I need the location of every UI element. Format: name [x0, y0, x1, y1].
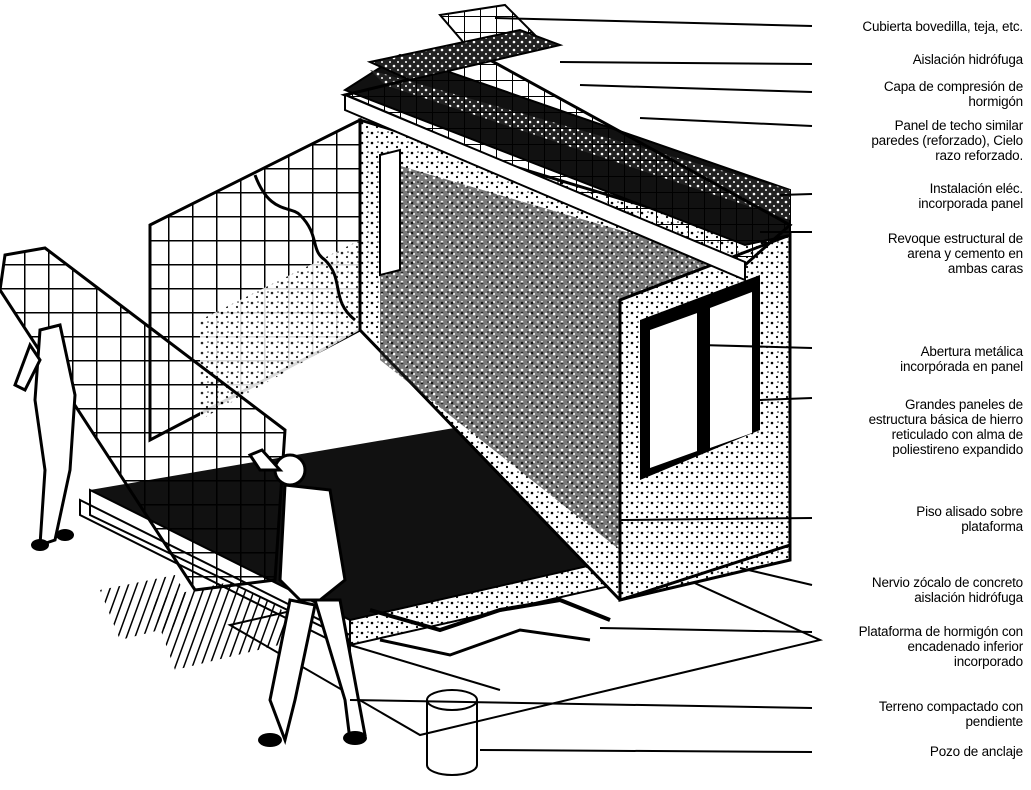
- leader-line-3: [639, 117, 813, 127]
- leader-line-4: [779, 193, 813, 196]
- electrical-conduit: [253, 174, 356, 322]
- rebar-foundation: [369, 597, 611, 657]
- label-compacted-terrain: Terreno compactado con pendiente: [878, 699, 1023, 729]
- label-electrical-installation: Instalación eléc. incorporada panel: [918, 181, 1023, 211]
- label-plinth-rib: Nervio zócalo de concreto aislación hidr…: [871, 575, 1023, 605]
- person-worker-icon: [13, 323, 77, 551]
- front-wall-with-window: [618, 232, 792, 603]
- leader-line-7: [759, 397, 813, 401]
- leader-line-6: [699, 344, 813, 349]
- anchor-well-icon: [426, 689, 478, 776]
- mesh-panel-carried: [0, 246, 287, 592]
- label-compression-layer: Capa de compresión de hormigón: [883, 79, 1023, 109]
- leader-line-9: [739, 567, 813, 586]
- person-worker-icon-2: [247, 448, 367, 747]
- leader-line-0: [494, 17, 813, 27]
- label-anchor-well: Pozo de anclaje: [929, 744, 1023, 759]
- label-concrete-platform: Plataforma de hormigón con encadenado in…: [858, 624, 1024, 669]
- label-roof-cover: Cubierta bovedilla, teja, etc.: [862, 19, 1023, 34]
- leader-line-10: [599, 627, 813, 633]
- label-waterproof-insulation: Aislación hidrófuga: [912, 52, 1023, 67]
- leader-lines: [349, 17, 813, 753]
- leader-line-8: [619, 517, 813, 521]
- leader-line-2: [579, 84, 813, 93]
- label-structural-render: Revoque estructural de arena y cemento e…: [887, 231, 1023, 276]
- leader-line-12: [479, 749, 813, 753]
- label-smoothed-floor: Piso alisado sobre plataforma: [916, 504, 1023, 534]
- leader-line-11: [349, 699, 813, 709]
- label-roof-panel: Panel de techo similar paredes (reforzad…: [871, 118, 1023, 163]
- label-large-panels: Grandes paneles de estructura básica de …: [868, 397, 1024, 457]
- roof-assembly: [340, 3, 793, 282]
- leader-line-1: [559, 61, 813, 65]
- label-metal-opening: Abertura metálica incorpórada en panel: [900, 344, 1023, 374]
